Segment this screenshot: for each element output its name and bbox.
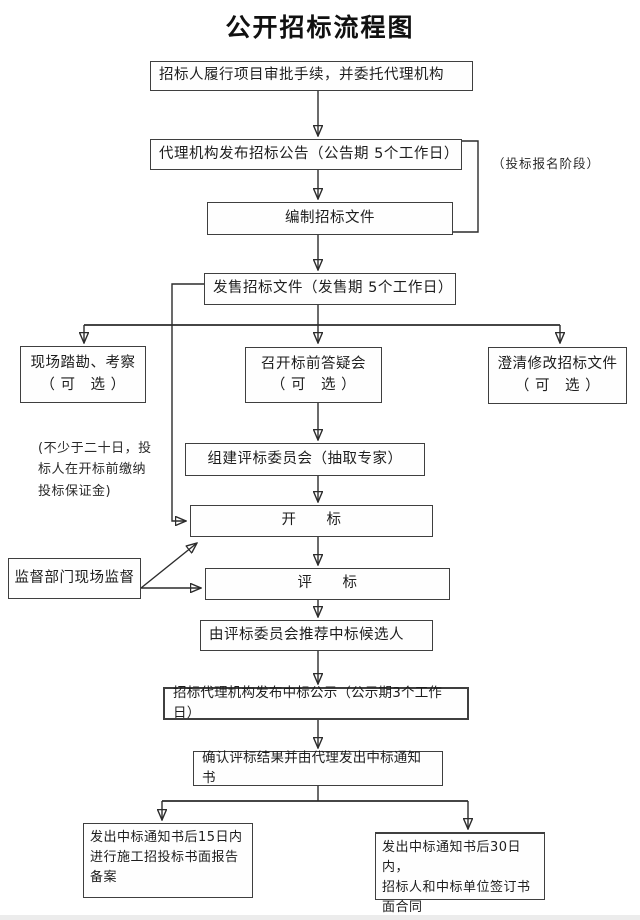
bracket-registration-stage [453,140,479,233]
connector-supervision-to-opening [140,543,197,589]
node-prepare-docs: 编制招标文件 [207,202,453,235]
stage-note: （投标报名阶段） [492,156,601,171]
node-contract: 发出中标通知书后30日内， 招标人和中标单位签订书 面合同 [375,832,545,915]
page-title: 公开招标流程图 [225,13,415,42]
connector-sell-to-opening-feedback [171,283,204,521]
node-publicity: 招标代理机构发布中标公示（公示期3个工作日） [163,685,469,721]
scan-edge-artifact [0,915,640,920]
node-bid-evaluation: 评 标 [205,568,450,600]
node-site-visit: 现场踏勘、考察 （ 可 选 ） [20,346,146,403]
node-recommend: 由评标委员会推荐中标候选人 [200,620,433,651]
node-sell-docs: 发售招标文件（发售期 5个工作日） [204,273,456,305]
node-approval: 招标人履行项目审批手续，并委托代理机构 [150,61,473,91]
node-filing: 发出中标通知书后15日内 进行施工招投标书面报告 备案 [83,823,253,898]
node-clarify-docs: 澄清修改招标文件 （ 可 选 ） [488,347,627,404]
node-bid-opening: 开 标 [190,505,433,537]
node-announcement: 代理机构发布招标公告（公告期 5个工作日） [150,139,462,170]
node-supervision: 监督部门现场监督 [8,558,141,599]
node-confirm-notice: 确认评标结果并由代理发出中标通知书 [193,750,443,786]
node-qa-meeting: 召开标前答疑会 （ 可 选 ） [245,347,382,403]
deposit-note: (不少于二十日，投 标人在开标前缴纳 投标保证金) [38,441,152,499]
node-committee: 组建评标委员会（抽取专家） [185,443,425,476]
